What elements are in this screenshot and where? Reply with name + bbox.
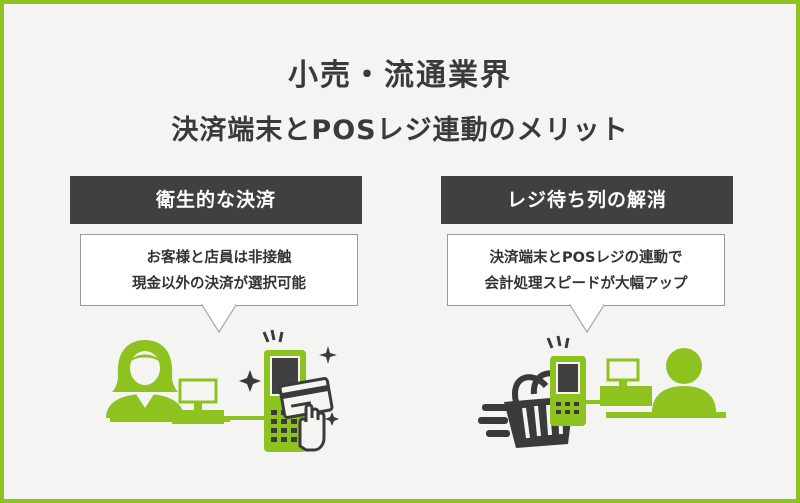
left-bubble-line2: 現金以外の決済が選択可能 <box>132 276 306 292</box>
right-bubble-line2: 会計処理スピードが大幅アップ <box>484 276 688 292</box>
vibration-lines-icon <box>262 329 284 343</box>
left-heading-banner: 衛生的な決済 <box>70 176 362 224</box>
right-illustration <box>478 335 726 448</box>
left-speech-bubble: お客様と店員は非接触 現金以外の決済が選択可能 <box>80 234 358 306</box>
left-illustration <box>106 329 339 452</box>
pos-register-icon <box>172 378 224 424</box>
pos-register-icon <box>600 358 652 406</box>
page-subtitle: 決済端末とPOSレジ連動のメリット <box>171 115 629 146</box>
left-bubble-tail <box>202 304 236 333</box>
right-bubble-tail <box>570 304 604 333</box>
sparkle-icon <box>239 346 339 426</box>
cashier-icon <box>106 340 184 418</box>
counter-top <box>606 412 726 418</box>
right-speech-bubble: 決済端末とPOSレジの連動で 会計処理スピードが大幅アップ <box>447 234 725 306</box>
speed-lines-icon <box>478 404 510 437</box>
payment-terminal-icon <box>550 356 586 426</box>
vibration-lines-icon <box>546 335 570 349</box>
customer-icon <box>652 348 716 412</box>
hand-icon <box>298 403 326 452</box>
counter-top <box>110 416 230 422</box>
credit-card-icon <box>278 377 334 419</box>
left-bubble-line1: お客様と店員は非接触 <box>146 250 292 266</box>
right-heading-banner: レジ待ち列の解消 <box>441 176 733 224</box>
page-title: 小売・流通業界 <box>288 58 512 93</box>
right-bubble-line1: 決済端末とPOSレジの連動で <box>489 250 683 266</box>
infographic-frame: 小売・流通業界 決済端末とPOSレジ連動のメリット 衛生的な決済 お客様と店員は… <box>4 4 796 499</box>
